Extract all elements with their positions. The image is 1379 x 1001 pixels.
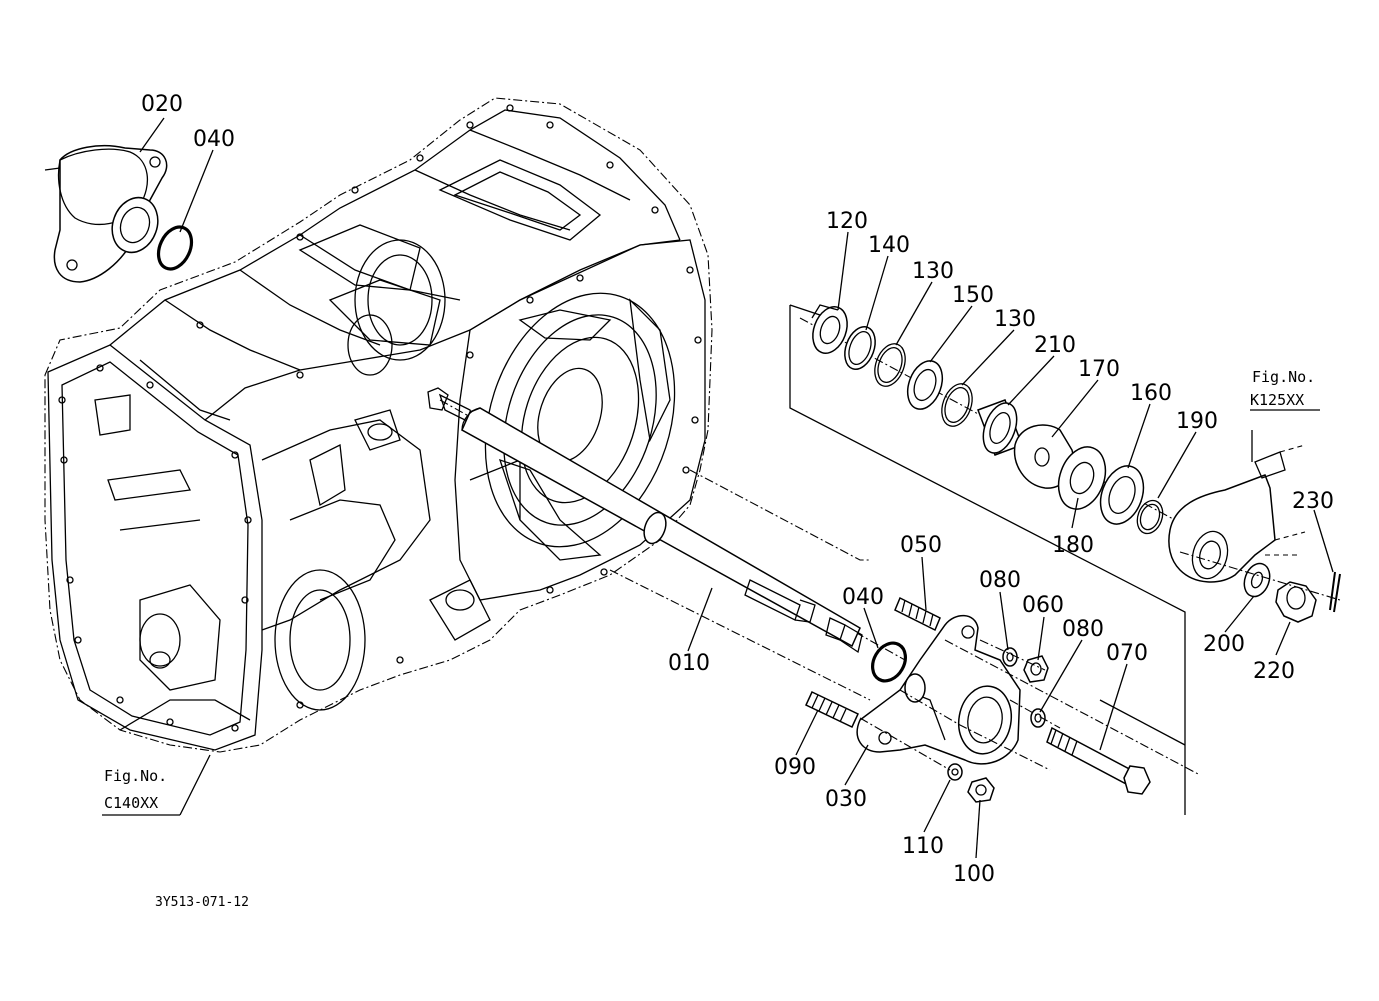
callout-130-b: 130 [994, 307, 1036, 332]
part-010-shaft [427, 387, 906, 661]
part-040-oring-top [156, 225, 194, 271]
upper-subassembly [799, 304, 1176, 535]
callout-060: 060 [1022, 593, 1064, 618]
transmission-case [44, 97, 713, 753]
callout-190: 190 [1176, 409, 1218, 434]
callout-040-top: 040 [193, 127, 235, 152]
callout-160: 160 [1130, 381, 1172, 406]
callout-150: 150 [952, 283, 994, 308]
callout-040-mid: 040 [842, 585, 884, 610]
part-060-nut [1023, 655, 1049, 683]
part-040-oring-mid [871, 641, 907, 683]
callout-050: 050 [900, 533, 942, 558]
part-200-washer [1243, 562, 1271, 598]
callout-120: 120 [826, 209, 868, 234]
leader-lines [102, 117, 1334, 859]
callout-200: 200 [1203, 632, 1245, 657]
callout-090: 090 [774, 755, 816, 780]
part-070-bolt [1046, 726, 1151, 795]
flange-bolt-holes [58, 104, 702, 732]
part-030-bracket [856, 614, 1021, 765]
callout-100: 100 [953, 862, 995, 887]
callout-010: 010 [668, 651, 710, 676]
part-230-cotter-pin [1329, 571, 1341, 613]
part-090-stud [805, 690, 859, 729]
drawing-code: 3Y513-071-12 [155, 895, 249, 910]
part-080-washer-a [1002, 647, 1018, 667]
part-080-washer-b [1030, 708, 1046, 728]
part-050-stud [894, 596, 941, 632]
callout-230: 230 [1292, 489, 1334, 514]
figure-reference-c140-line1: Fig.No. [104, 767, 167, 785]
callout-180: 180 [1052, 533, 1094, 558]
callout-210: 210 [1034, 333, 1076, 358]
callout-030: 030 [825, 787, 867, 812]
callout-170: 170 [1078, 357, 1120, 382]
part-110-washer [947, 763, 963, 781]
part-020-cover [44, 144, 168, 283]
figure-reference-c140: Fig.No. C140XX [104, 767, 167, 812]
callout-070: 070 [1106, 641, 1148, 666]
callout-labels: 020 040 120 140 130 150 130 210 170 160 … [141, 92, 1334, 887]
figure-reference-k125-line1: Fig.No. [1252, 368, 1315, 386]
callout-110: 110 [902, 834, 944, 859]
figure-reference-c140-line2: C140XX [104, 794, 158, 812]
callout-020: 020 [141, 92, 183, 117]
part-220-castle-nut [1275, 581, 1317, 623]
figure-reference-k125-line2: K125XX [1250, 391, 1304, 409]
callout-130-a: 130 [912, 259, 954, 284]
callout-080-b: 080 [1062, 617, 1104, 642]
part-100-nut [967, 777, 995, 803]
callout-080-a: 080 [979, 568, 1021, 593]
k125-hub-component [1168, 430, 1306, 583]
callout-140: 140 [868, 233, 910, 258]
callout-220: 220 [1253, 659, 1295, 684]
figure-reference-k125: Fig.No. K125XX [1250, 368, 1315, 409]
